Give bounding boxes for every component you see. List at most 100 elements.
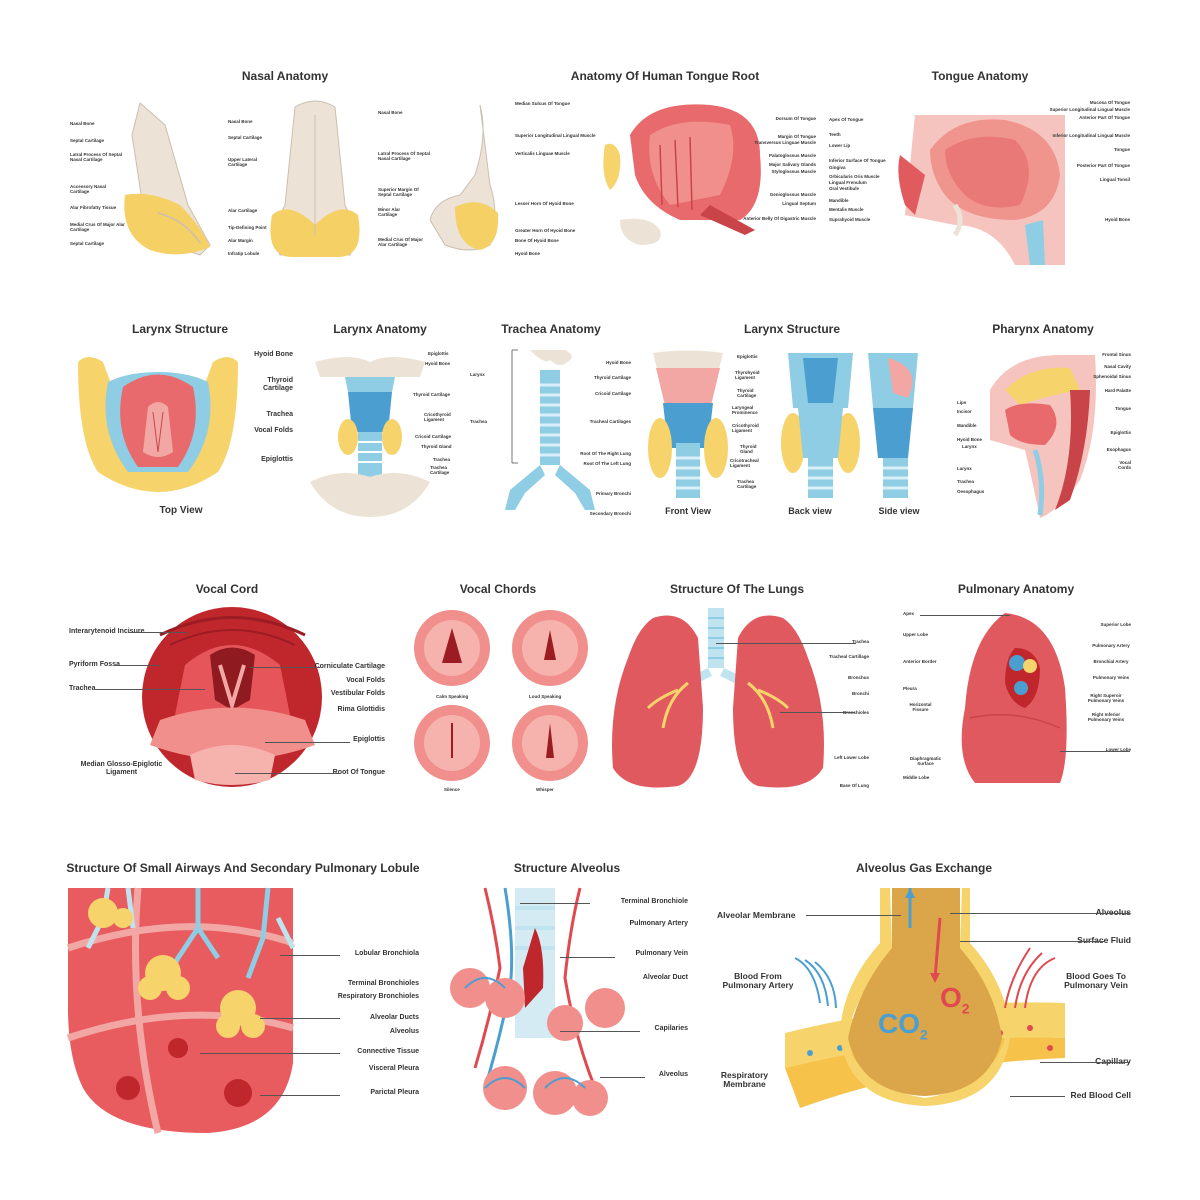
trachea-label: Secondary Bronchi bbox=[589, 511, 631, 516]
lungs-label: Bronchi bbox=[851, 691, 869, 696]
gas-exchange-diagram bbox=[785, 888, 1065, 1108]
title-vocal-cord: Vocal Cord bbox=[195, 582, 259, 596]
gas-exchange-label: Red Blood Cell bbox=[1070, 1090, 1131, 1100]
pulmonary-label: Superior Lobe bbox=[1100, 622, 1131, 627]
vocal-chords-diagram bbox=[414, 610, 588, 781]
tongue-label: Superior Longitudinal Lingual Muscle bbox=[1049, 107, 1130, 112]
caption-loud-speaking: Loud Speaking bbox=[529, 694, 562, 699]
title-larynx-structure-views: Larynx Structure bbox=[743, 322, 841, 336]
nasal-label: Superior Margin Of Septal Cartilage bbox=[378, 187, 419, 197]
alveolus-label: Capilaries bbox=[654, 1025, 688, 1032]
nasal-label: Tip-Defining Point bbox=[228, 225, 267, 230]
tongue-root-label: Verticalis Linguae Muscle bbox=[515, 151, 570, 156]
caption-back-view: Back view bbox=[788, 506, 832, 516]
larynx-front-label: Laryngeal Prominence bbox=[732, 405, 758, 415]
tongue-label: Lingual Tonsil bbox=[1099, 177, 1130, 182]
tongue-label: Posterior Part Of Tongue bbox=[1076, 163, 1130, 168]
tongue-root-label: Bone Of Hyoid Bone bbox=[515, 238, 559, 243]
pharynx-label: Hyoid Bone bbox=[957, 437, 983, 442]
pharynx-label: Vocal Cords bbox=[1117, 460, 1131, 470]
pharynx-label: Larynx bbox=[957, 466, 972, 471]
caption-side-view: Side view bbox=[878, 506, 920, 516]
trachea-label: Cricoid Cartilage bbox=[594, 391, 631, 396]
leader-line bbox=[280, 955, 340, 956]
larynx-front-label: Cricotracheal Ligament bbox=[730, 458, 759, 468]
tongue-label: Suprahyoid Muscle bbox=[829, 217, 871, 222]
pulmonary-label: Right Inferior Pulmonary Veins bbox=[1087, 712, 1125, 722]
tongue-label: Hyoid Bone bbox=[1104, 217, 1130, 222]
tongue-label: Mandible bbox=[829, 198, 849, 203]
small-airways-label: Respiratory Bronchioles bbox=[337, 993, 419, 1000]
tongue-label: Inferior Surface Of Tongue bbox=[829, 158, 886, 163]
pharynx-label: Hard Palatte bbox=[1104, 388, 1131, 393]
nasal-label: Nasal Bone bbox=[228, 119, 253, 124]
gas-exchange-label: Capillary bbox=[1095, 1056, 1131, 1066]
leader-line bbox=[260, 1018, 340, 1019]
larynx-anatomy-label: Trachea Cartilage bbox=[430, 465, 450, 475]
pulmonary-label: Horizontal Fissure bbox=[909, 702, 932, 712]
tongue-label: Oral Vestibule bbox=[829, 186, 860, 191]
lungs-diagram bbox=[612, 608, 824, 788]
trachea-label: Larynx bbox=[470, 372, 485, 377]
leader-line bbox=[560, 957, 615, 958]
vocal-cord-label: Interarytenoid Incisure bbox=[69, 628, 145, 635]
title-trachea-anatomy: Trachea Anatomy bbox=[501, 322, 601, 336]
structure-alveolus-diagram bbox=[450, 887, 625, 1116]
leader-line bbox=[250, 667, 320, 668]
title-larynx-structure-top: Larynx Structure bbox=[131, 322, 229, 336]
larynx-anatomy-diagram bbox=[310, 357, 430, 517]
small-airways-label: Lobular Bronchiola bbox=[354, 950, 419, 957]
nasal-label: Alar Cartilage bbox=[228, 208, 258, 213]
pharynx-label: Mandible bbox=[957, 423, 977, 428]
trachea-label: Thyroid Cartilage bbox=[593, 375, 631, 380]
leader-line bbox=[950, 913, 1130, 914]
vocal-state-loud bbox=[512, 610, 588, 686]
nasal-label: Septal Cartilage bbox=[228, 135, 263, 140]
nasal-label: Alar Fibrofatty Tissue bbox=[70, 205, 117, 210]
tongue-root-label: Palatoglossus Muscle bbox=[768, 153, 816, 158]
pharynx-label: Sphenoidal Sinus bbox=[1093, 374, 1131, 379]
nasal-diagram bbox=[124, 100, 499, 257]
larynx-front-label: Thyroid Cartilage bbox=[737, 388, 757, 398]
vocal-cord-label: Corniculate Cartilage bbox=[314, 663, 385, 670]
pulmonary-label: Apex bbox=[903, 611, 915, 616]
leader-line bbox=[260, 1095, 340, 1096]
pulmonary-label: Pulmonary Artery bbox=[1092, 643, 1130, 648]
trachea-label: Hyoid Bone bbox=[605, 360, 631, 365]
pulmonary-label: Bronchial Artery bbox=[1093, 659, 1129, 664]
larynx-top-label: Hyoid Bone bbox=[254, 351, 293, 358]
trachea-label: Tracheal Cartilages bbox=[589, 419, 631, 424]
tongue-root-label: Hyoid Bone bbox=[515, 251, 541, 256]
tongue-root-diagram bbox=[603, 104, 761, 245]
lungs-label: Tracheal Cartillage bbox=[828, 654, 869, 659]
leader-line bbox=[235, 773, 340, 774]
vocal-cord-label: Pyriform Fossa bbox=[69, 661, 120, 668]
leader-line bbox=[520, 903, 590, 904]
pharynx-label: Tongue bbox=[1115, 406, 1131, 411]
tongue-root-label: Genioglossus Muscle bbox=[769, 192, 816, 197]
vocal-state-whisper bbox=[512, 705, 588, 781]
tongue-label: Teeth bbox=[829, 132, 841, 137]
nasal-label: Upper Lateral Cartilage bbox=[228, 157, 258, 167]
larynx-anatomy-label: Cricoid Cartilage bbox=[415, 434, 452, 439]
leader-line bbox=[1060, 751, 1130, 752]
pharynx-label: Esophagus bbox=[1106, 447, 1131, 452]
nasal-label: Latral Process Of Septal Nasal Cartilage bbox=[378, 151, 431, 161]
title-tongue-anatomy: Tongue Anatomy bbox=[931, 69, 1029, 83]
nasal-label: Accessory Nasal Cartilage bbox=[70, 184, 107, 194]
larynx-anatomy-label: Thyroid Gland bbox=[421, 444, 452, 449]
trachea-label: Root Of The Left Lung bbox=[583, 461, 632, 466]
pharynx-diagram bbox=[990, 355, 1096, 518]
tongue-root-label: Greater Horn Of Hyoid Bone bbox=[515, 228, 576, 233]
leader-line bbox=[806, 915, 901, 916]
vocal-state-calm bbox=[414, 610, 490, 686]
pharynx-label: Incisor bbox=[957, 409, 972, 414]
small-airways-label: Parictal Pleura bbox=[370, 1089, 419, 1096]
caption-calm-speaking: Calm Speaking bbox=[436, 694, 469, 699]
small-airways-label: Terminal Bronchioles bbox=[347, 980, 419, 987]
tongue-root-label: Lesser Horn Of Hyoid Bone bbox=[515, 201, 574, 206]
larynx-top-label: Trachea bbox=[266, 411, 293, 418]
nasal-label: Medial Crus Of Major Alar Cartilage bbox=[70, 222, 125, 232]
larynx-anatomy-label: Trachea bbox=[433, 457, 451, 462]
pulmonary-label: Right Superoir Pulmonary Veins bbox=[1087, 693, 1125, 703]
